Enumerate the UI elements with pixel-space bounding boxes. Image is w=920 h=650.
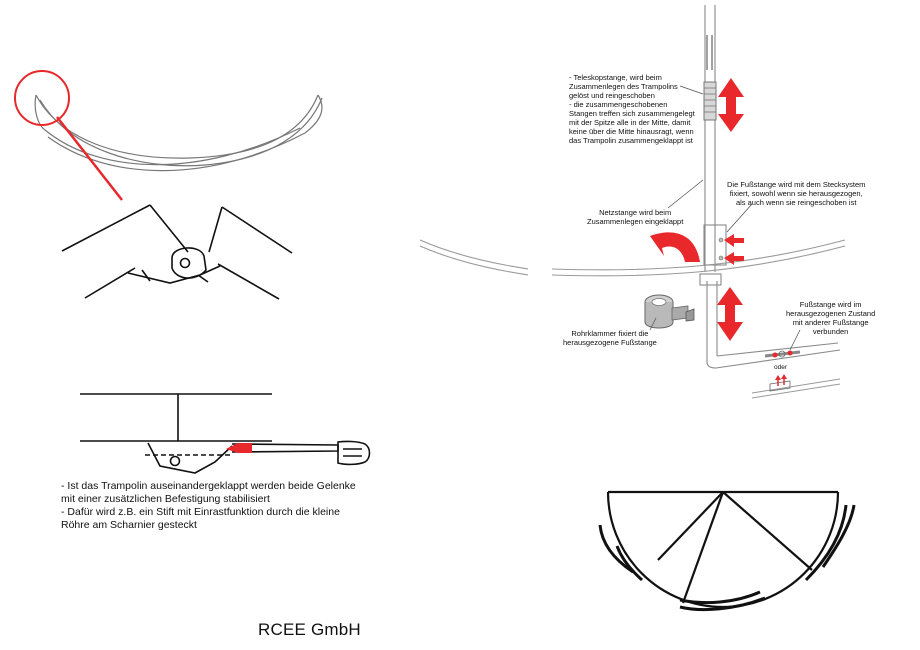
plug-arrows — [724, 234, 744, 265]
telescope-label-line: das Trampolin zusammengeklappt ist — [569, 136, 693, 145]
detail-highlight-circle — [14, 70, 70, 126]
telescope-double-arrow — [718, 78, 744, 132]
foot-pole-pulled-label-line: Fußstange wird im — [799, 300, 862, 309]
hinge-caption-line: mit einer zusätzlichen Befestigung stabi… — [61, 493, 270, 505]
foot-pole — [699, 224, 841, 369]
telescope-label-line: gelöst und reingeschoben — [569, 91, 655, 100]
pipe-clamp-icon — [644, 294, 695, 329]
hinge-caption: - Ist das Trampolin auseinandergeklappt … — [61, 480, 381, 532]
foot-pole-plug-label-line: Die Fußstange wird mit dem Stecksystem — [727, 180, 866, 189]
telescope-label: - Teleskopstange, wird beim Zusammenlege… — [569, 73, 695, 145]
foot-pole-plug-label-line: fixiert, sowohl wenn sie herausgezogen, — [729, 189, 863, 198]
telescope-label-line: - Teleskopstange, wird beim — [569, 73, 662, 82]
socket-bolts — [718, 237, 724, 261]
telescope-label-line: Zusammenlegen des Trampolins — [569, 82, 678, 91]
telescope-grip — [703, 81, 717, 121]
telescope-grip-ribs — [704, 87, 716, 113]
frame-ring-arc — [419, 239, 846, 277]
foot-pole-connector-alt — [751, 374, 841, 399]
folded-frame-segments — [598, 504, 856, 612]
detail-pointer-line — [56, 116, 123, 201]
foot-pole-pulled-label-line: mit anderer Fußstange — [792, 318, 869, 327]
folded-frame-illustration — [34, 94, 323, 172]
pipe-clamp-label: Rohrklammer fixiert die herausgezogene F… — [563, 329, 657, 347]
hinge-caption-line: - Dafür wird z.B. ein Stift mit Einrastf… — [61, 506, 340, 518]
foot-pole-plug-label: Die Fußstange wird mit dem Stecksystem f… — [727, 180, 865, 207]
fold-arrow — [650, 232, 700, 262]
foot-pole-connector — [764, 350, 801, 358]
oder-label: oder — [774, 363, 787, 372]
net-pole-label-line: Zusammenlegen eingeklappt — [587, 217, 684, 226]
foot-pole-pulled-label-line: herausgezogenen Zustand — [786, 309, 876, 318]
hinge-caption-line: - Ist das Trampolin auseinandergeklappt … — [61, 480, 356, 492]
foot-pole-double-arrow — [717, 287, 743, 341]
oder-text: oder — [774, 364, 788, 371]
label-leader-lines — [649, 85, 801, 351]
net-pole-label-line: Netzstange wird beim — [599, 208, 672, 217]
pin-highlight — [226, 443, 252, 453]
pipe-clamp-label-line: herausgezogene Fußstange — [563, 338, 657, 347]
hinge-caption-line: Röhre am Scharnier gesteckt — [61, 519, 197, 531]
pipe-clamp-label-line: Rohrklammer fixiert die — [571, 329, 649, 338]
company-name: RCEE GmbH — [258, 620, 361, 639]
folded-half-circle-illustration — [606, 490, 840, 609]
telescope-label-line: mit der Spitze alle in der Mitte, damit — [569, 118, 691, 127]
telescope-label-line: - die zusammengeschobenen — [569, 100, 668, 109]
foot-pole-pulled-label: Fußstange wird im herausgezogenen Zustan… — [786, 300, 875, 336]
hinge-extended-illustration — [80, 393, 371, 474]
telescope-label-line: keine über die Mitte hinausragt, wenn — [569, 127, 694, 136]
foot-pole-pulled-label-line: verbunden — [812, 327, 849, 336]
net-pole — [704, 5, 716, 272]
telescope-label-line: Stangen treffen sich zusammengelegt — [569, 109, 695, 118]
net-pole-label: Netzstange wird beim Zusammenlegen einge… — [587, 208, 683, 226]
hinge-detail-illustration — [61, 204, 293, 300]
foot-pole-plug-label-line: als auch wenn sie reingeschoben ist — [735, 198, 857, 207]
